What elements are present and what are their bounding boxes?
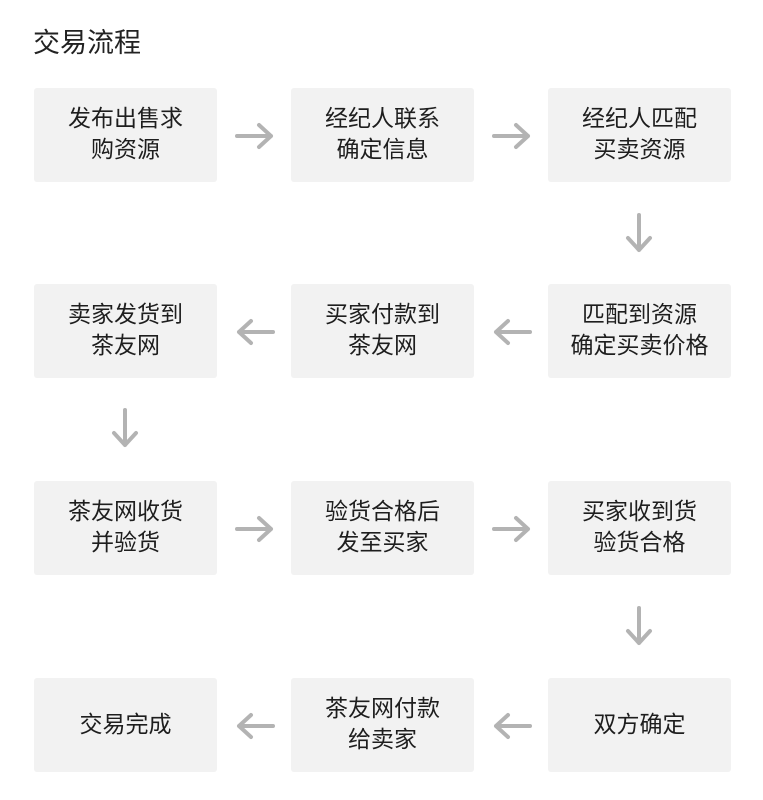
step-complete: 交易完成 <box>34 678 217 772</box>
step-pay-seller: 茶友网付款 给卖家 <box>291 678 474 772</box>
step-broker-match: 经纪人匹配 买卖资源 <box>548 88 731 182</box>
page-title: 交易流程 <box>33 28 141 59</box>
step-label: 买家收到货 验货合格 <box>582 499 697 556</box>
step-publish-resource: 发布出售求 购资源 <box>34 88 217 182</box>
step-broker-contact: 经纪人联系 确定信息 <box>291 88 474 182</box>
arrow-left-icon <box>234 317 276 347</box>
arrow-down-icon <box>624 605 654 649</box>
step-buyer-pays: 买家付款到 茶友网 <box>291 284 474 378</box>
arrow-right-icon <box>234 121 276 151</box>
step-label: 双方确定 <box>593 711 686 738</box>
step-ship-to-buyer: 验货合格后 发至买家 <box>291 481 474 575</box>
step-label: 买家付款到 茶友网 <box>325 302 440 359</box>
step-label: 经纪人联系 确定信息 <box>325 106 440 163</box>
step-platform-inspects: 茶友网收货 并验货 <box>34 481 217 575</box>
step-buyer-receives: 买家收到货 验货合格 <box>548 481 731 575</box>
step-both-confirm: 双方确定 <box>548 678 731 772</box>
step-label: 卖家发货到 茶友网 <box>68 302 183 359</box>
step-label: 经纪人匹配 买卖资源 <box>582 106 697 163</box>
arrow-right-icon <box>234 514 276 544</box>
step-label: 发布出售求 购资源 <box>68 106 183 163</box>
arrow-right-icon <box>491 514 533 544</box>
step-label: 茶友网收货 并验货 <box>68 499 183 556</box>
arrow-left-icon <box>491 711 533 741</box>
arrow-right-icon <box>491 121 533 151</box>
arrow-down-icon <box>624 212 654 256</box>
step-label: 茶友网付款 给卖家 <box>325 696 440 753</box>
arrow-down-icon <box>110 407 140 451</box>
arrow-left-icon <box>234 711 276 741</box>
step-label: 交易完成 <box>79 711 172 738</box>
step-confirm-price: 匹配到资源 确定买卖价格 <box>548 284 731 378</box>
step-label: 匹配到资源 确定买卖价格 <box>570 302 709 359</box>
step-seller-ships: 卖家发货到 茶友网 <box>34 284 217 378</box>
step-label: 验货合格后 发至买家 <box>325 499 440 556</box>
arrow-left-icon <box>491 317 533 347</box>
